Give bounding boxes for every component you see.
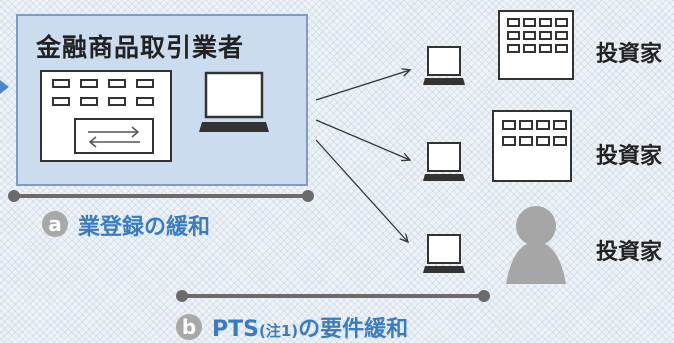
- window-icon: [80, 79, 98, 88]
- arrow-to-investor-2: [315, 119, 410, 160]
- window-icon: [108, 79, 126, 88]
- pts-text: PTS: [212, 317, 259, 342]
- window-icon: [536, 136, 550, 146]
- window-icon: [523, 44, 536, 53]
- investor-building-icon: [498, 10, 574, 80]
- window-icon: [136, 97, 154, 106]
- window-icon: [80, 97, 98, 106]
- incoming-arrow-icon: [0, 80, 9, 94]
- scope-bar-a: [14, 194, 310, 198]
- window-icon: [507, 31, 520, 40]
- window-icon: [555, 31, 568, 40]
- window-icon: [507, 18, 520, 27]
- reform-b-label: PTS(注1)の要件緩和: [212, 311, 408, 343]
- investor-label: 投資家: [596, 144, 663, 169]
- window-icon: [502, 136, 516, 146]
- exchange-arrows-icon: [74, 118, 154, 154]
- investor-label: 投資家: [596, 240, 663, 265]
- window-icon: [523, 18, 536, 27]
- arrow-to-investor-1: [315, 70, 410, 101]
- window-icon: [555, 18, 568, 27]
- reform-b-rest: の要件緩和: [298, 317, 409, 342]
- arrow-to-investor-3: [315, 139, 408, 242]
- scope-bar-endpoint: [176, 290, 188, 302]
- investor-person-icon: [506, 206, 566, 284]
- scope-bar-endpoint: [478, 290, 490, 302]
- exchange-building-icon: [40, 70, 172, 162]
- window-icon: [553, 136, 567, 146]
- window-icon: [507, 44, 520, 53]
- window-icon: [108, 97, 126, 106]
- reform-b-marker: b: [176, 314, 202, 340]
- window-icon: [523, 31, 536, 40]
- window-icon: [536, 120, 550, 130]
- window-icon: [555, 44, 568, 53]
- window-icon: [52, 79, 70, 88]
- investor-laptop-icon: [423, 142, 465, 181]
- scope-bar-endpoint: [302, 190, 314, 202]
- window-icon: [553, 120, 567, 130]
- scope-bar-endpoint: [8, 190, 20, 202]
- investor-laptop-icon: [423, 46, 465, 85]
- dealer-laptop-icon: [199, 71, 269, 132]
- reform-a-label: 業登録の緩和: [78, 215, 211, 240]
- scope-bar-b: [182, 294, 484, 298]
- window-icon: [136, 79, 154, 88]
- investor-laptop-icon: [423, 234, 465, 273]
- window-icon: [502, 120, 516, 130]
- window-icon: [539, 18, 552, 27]
- window-icon: [519, 120, 533, 130]
- window-icon: [539, 31, 552, 40]
- footnote-marker: (注1): [258, 322, 299, 340]
- reform-a-marker: a: [42, 211, 68, 237]
- window-icon: [539, 44, 552, 53]
- window-icon: [519, 136, 533, 146]
- dealer-title: 金融商品取引業者: [36, 33, 245, 62]
- window-icon: [52, 97, 70, 106]
- investor-building-icon: [492, 110, 572, 182]
- investor-label: 投資家: [596, 42, 663, 67]
